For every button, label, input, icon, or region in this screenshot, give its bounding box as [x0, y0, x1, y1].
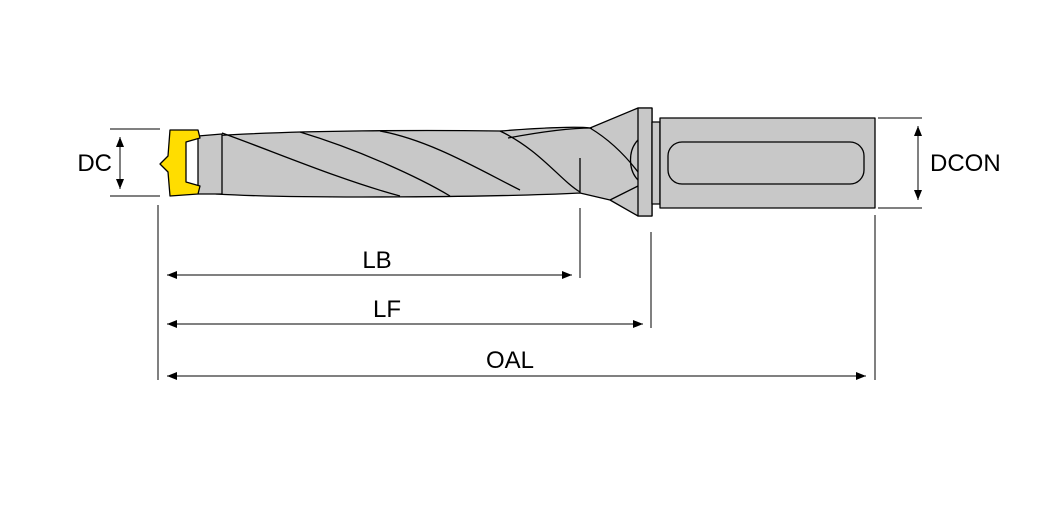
flange — [637, 107, 653, 217]
extension-lines — [110, 117, 922, 380]
lb-label: LB — [362, 247, 391, 274]
shank-flat — [667, 141, 865, 185]
flute-line — [507, 127, 593, 139]
flute-line — [299, 131, 451, 197]
dimension-arrows — [116, 126, 922, 380]
chamfer-transition — [609, 185, 639, 201]
head-band — [197, 133, 223, 195]
chamfer-transition — [589, 127, 639, 173]
fluted-body — [209, 107, 653, 217]
insert — [159, 129, 201, 197]
chamfer-transition — [629, 139, 639, 181]
lf-label: LF — [373, 296, 401, 323]
oal-label: OAL — [486, 347, 534, 374]
dc-label: DC — [77, 150, 112, 177]
drill-body — [159, 107, 876, 217]
flute-line — [221, 132, 401, 197]
flute-line — [379, 130, 521, 191]
neck — [651, 121, 661, 205]
dcon-label: DCON — [930, 150, 1001, 177]
